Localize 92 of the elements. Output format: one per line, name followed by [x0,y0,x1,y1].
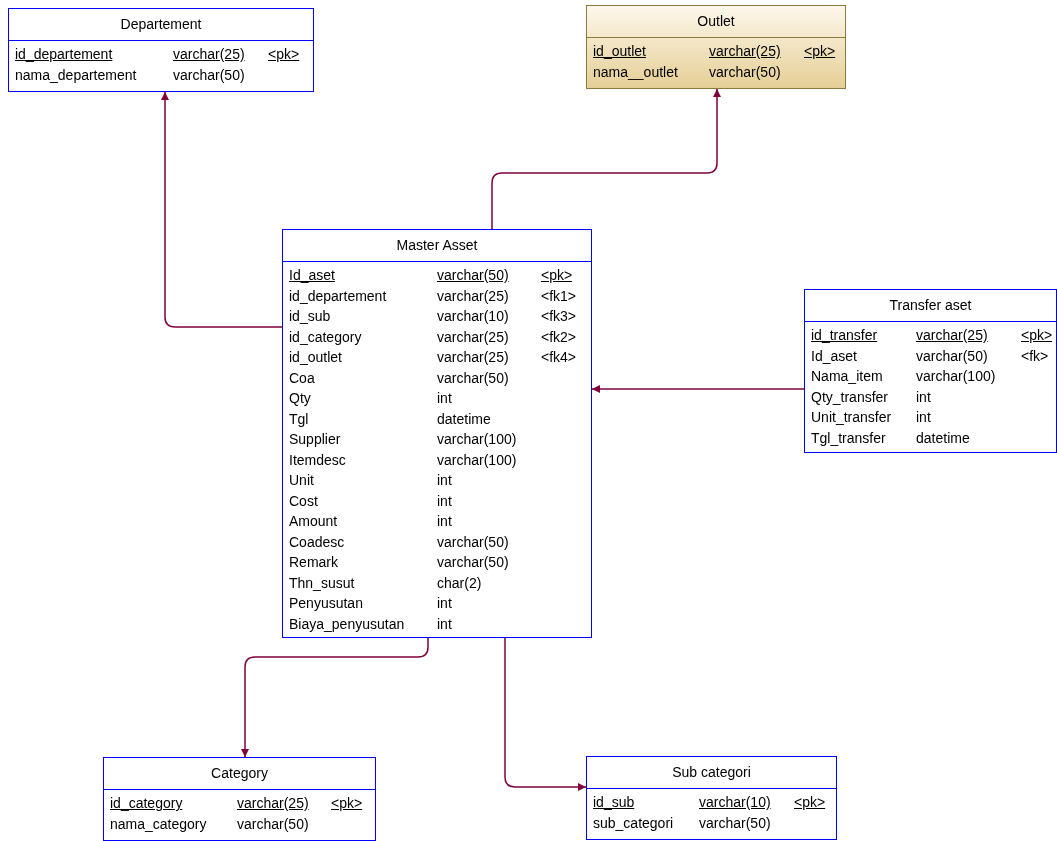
column-name: id_outlet [289,348,342,367]
data-type: varchar(50) [709,62,781,82]
column-name: Amount [289,512,338,531]
entity-table [804,289,1057,453]
key-tag: <pk> [794,792,826,813]
data-type: varchar(50) [437,368,509,388]
column-name: nama_departement [15,65,137,85]
key-tag: <fk1> [541,285,577,306]
table-title: Departement [9,9,313,41]
column-name: Unit_transfer [811,408,892,427]
column-name: Nama_item [811,367,883,386]
column-name: id_departement [289,286,387,306]
data-type: datetime [916,428,970,448]
data-type: int [437,471,452,490]
entity-table [282,229,592,638]
column-name: Thn_susut [289,573,355,593]
relationship-arrow [504,637,587,791]
data-type: int [916,408,931,427]
data-type: varchar(10) [699,793,771,812]
data-type: int [916,387,931,407]
table-title: Outlet [587,6,845,38]
data-type: varchar(50) [437,532,509,552]
table-title: Master Asset [283,230,591,262]
data-type: varchar(10) [437,307,509,326]
data-type: int [437,512,452,531]
column-name: id_category [110,794,183,813]
column-name: Cost [289,491,318,511]
column-name: Tgl [289,409,309,429]
key-tag: <pk> [268,44,300,65]
column-name: Unit [289,471,314,490]
data-type: varchar(25) [437,348,509,367]
data-type: varchar(50) [437,266,509,285]
column-name: id_departement [15,45,113,64]
column-name: Biaya_penyusutan [289,614,405,634]
data-type: varchar(100) [437,450,517,470]
data-type: varchar(25) [173,45,245,64]
column-name: Supplier [289,430,341,449]
column-name: Qty [289,389,311,408]
data-type: varchar(25) [437,286,509,306]
column-name: id_category [289,327,362,347]
column-name: Remark [289,553,338,572]
column-name: Tgl_transfer [811,428,886,448]
entity-table [103,757,376,841]
column-name: sub_categori [593,813,674,833]
column-name: Qty_transfer [811,387,889,407]
data-type: varchar(50) [699,813,771,833]
column-name: Coa [289,368,315,388]
column-name: Itemdesc [289,450,346,470]
column-name: nama_category [110,814,207,834]
data-type: int [437,389,452,408]
data-type: varchar(25) [916,326,988,345]
key-tag: <pk> [541,265,573,286]
data-type: varchar(50) [916,346,988,366]
entity-table [8,8,314,92]
data-type: int [437,491,452,511]
column-name: id_outlet [593,42,646,61]
data-type: varchar(50) [173,65,245,85]
column-name: nama__outlet [593,62,678,82]
data-type: varchar(100) [437,430,517,449]
column-name: Penyusutan [289,594,363,613]
data-type: varchar(50) [437,553,509,572]
data-type: char(2) [437,573,482,593]
entity-table [586,5,846,89]
entity-table [586,756,837,840]
data-type: varchar(100) [916,367,996,386]
data-type: int [437,594,452,613]
column-name: id_transfer [811,326,878,345]
key-tag: <pk> [331,793,363,814]
table-title: Sub categori [587,757,836,789]
key-tag: <pk> [1021,325,1053,346]
data-type: varchar(25) [437,327,509,347]
data-type: datetime [437,409,491,429]
key-tag: <fk2> [541,326,577,347]
table-title: Transfer aset [805,290,1056,322]
relationship-arrow [591,385,805,393]
data-type: varchar(25) [237,794,309,813]
key-tag: <fk4> [541,347,577,368]
column-name: Id_aset [289,266,335,285]
table-title: Category [104,758,375,790]
data-type: varchar(50) [237,814,309,834]
data-type: int [437,614,452,634]
key-tag: <pk> [804,41,836,62]
relationship-arrow [491,88,721,230]
column-name: Coadesc [289,532,345,552]
column-name: Id_aset [811,346,857,366]
column-name: id_sub [289,307,331,326]
key-tag: <fk3> [541,306,577,327]
column-name: id_sub [593,793,635,812]
key-tag: <fk> [1021,345,1049,366]
data-type: varchar(25) [709,42,781,61]
relationship-arrow [241,637,429,758]
relationship-arrow [161,91,283,328]
